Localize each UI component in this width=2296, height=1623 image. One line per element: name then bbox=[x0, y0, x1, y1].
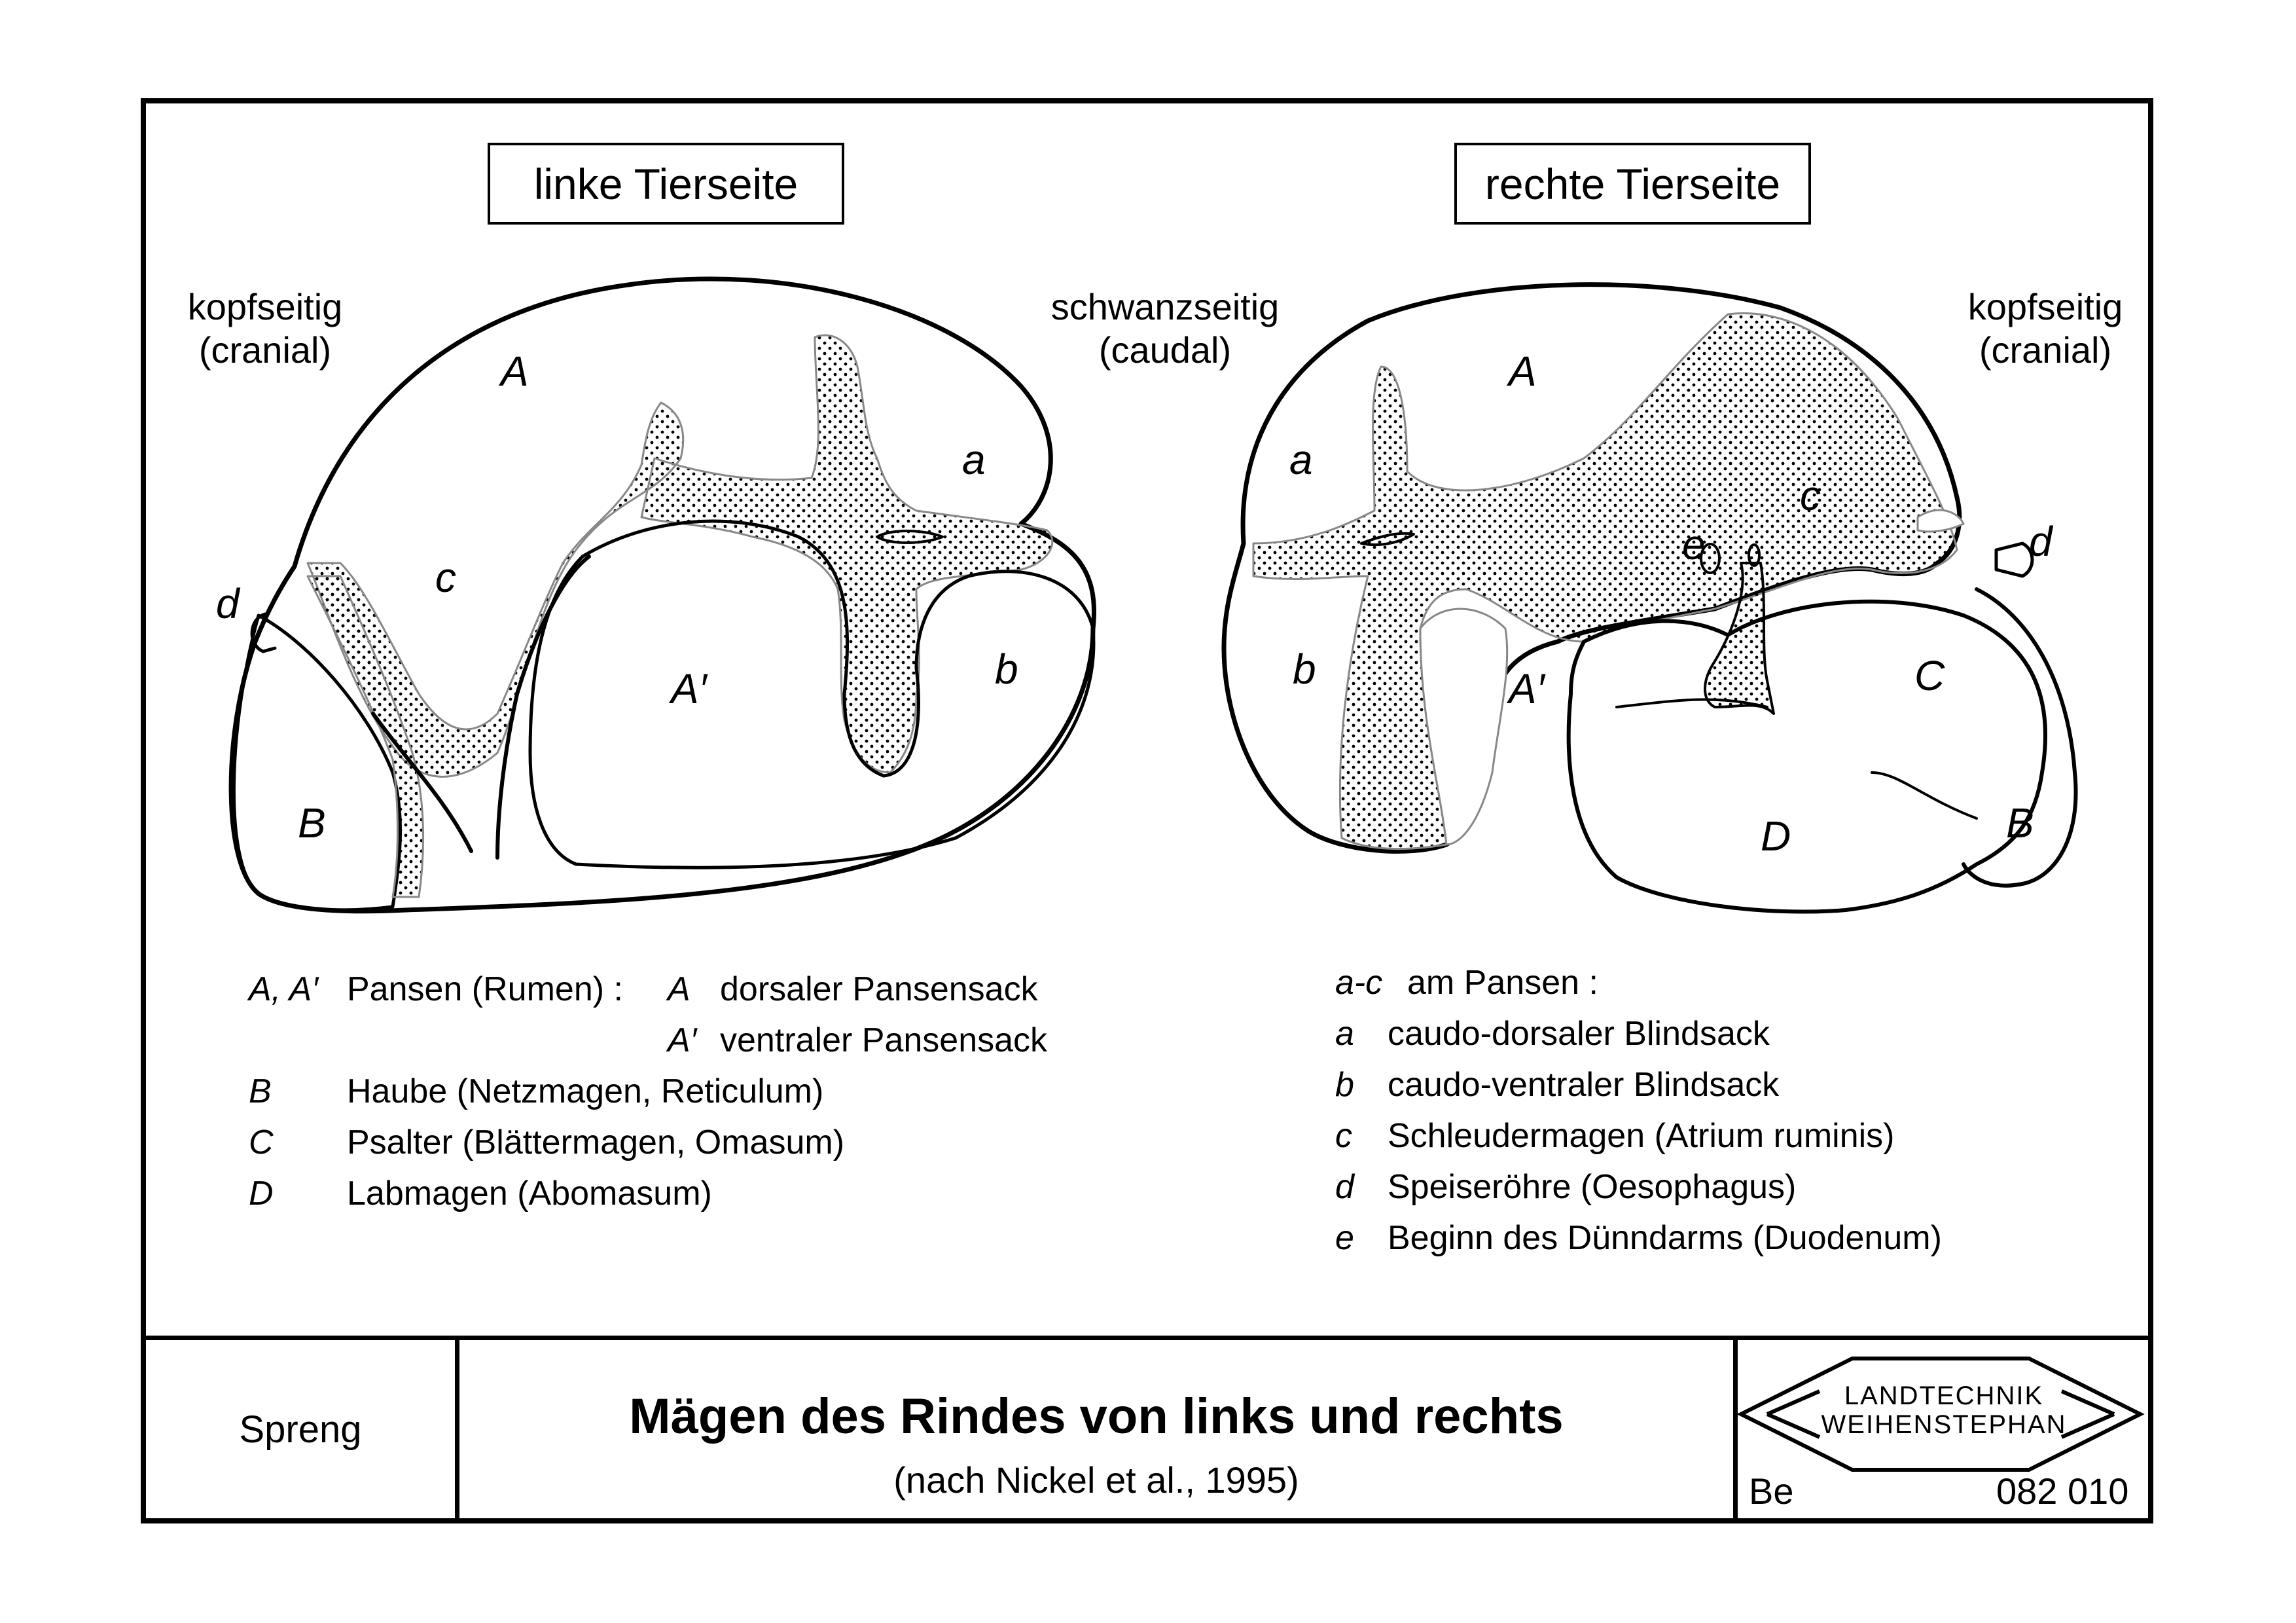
legend-row: D Labmagen (Abomasum) bbox=[249, 1175, 712, 1213]
left-cranial-label: kopfseitig (cranial) bbox=[187, 286, 343, 371]
right-upper-fold bbox=[1916, 509, 1965, 533]
left-reticulum-dots bbox=[306, 575, 425, 898]
sheet-subtitle: (nach Nickel et al., 1995) bbox=[893, 1459, 1299, 1501]
right-side-title: rechte Tierseite bbox=[1454, 143, 1811, 225]
right-side-title-text: rechte Tierseite bbox=[1484, 159, 1781, 208]
sheet-title: Mägen des Rindes von links und rechts bbox=[629, 1389, 1564, 1444]
label-right-B: B bbox=[2006, 799, 2034, 847]
left-reticulum-outline bbox=[232, 613, 403, 912]
right-abomasum-fold bbox=[1871, 771, 1978, 820]
right-duodenum-opening bbox=[1700, 543, 1721, 574]
right-small-opening bbox=[1748, 543, 1761, 567]
label-right-D: D bbox=[1761, 812, 1791, 860]
label-left-A-prime: A′ bbox=[671, 665, 707, 712]
right-cranial-label: kopfseitig (cranial) bbox=[1967, 286, 2123, 371]
legend-row: e Beginn des Dünndarms (Duodenum) bbox=[1335, 1219, 1942, 1257]
label-left-b: b bbox=[995, 646, 1018, 693]
label-left-c: c bbox=[435, 554, 456, 601]
right-omasum-abomasum bbox=[1566, 599, 2047, 914]
right-atrium-region bbox=[1252, 312, 1958, 850]
left-groove-line bbox=[371, 712, 473, 853]
label-left-A: A bbox=[501, 348, 529, 395]
sheet-code-right: 082 010 bbox=[1996, 1470, 2129, 1512]
footer-divider-right bbox=[1733, 1336, 1738, 1523]
left-view-drawing bbox=[228, 276, 1096, 914]
legend-row: A′ ventraler Pansensack bbox=[668, 1021, 1048, 1059]
sheet-frame bbox=[141, 98, 2153, 1523]
legend-row: a caudo-dorsaler Blindsack bbox=[1335, 1015, 1770, 1053]
left-ventral-sac-outline bbox=[528, 519, 1096, 869]
right-esophagus bbox=[1994, 541, 2034, 578]
right-reticulum-outline bbox=[1962, 587, 2078, 888]
right-duodenum bbox=[1704, 562, 1775, 715]
right-view-drawing bbox=[1221, 282, 2078, 914]
left-caudal-label: schwanzseitig (caudal) bbox=[1050, 286, 1280, 371]
legend-left: A, A′ Pansen (Rumen) : A dorsaler Pansen… bbox=[249, 964, 1047, 1219]
right-duodenum-line bbox=[1615, 698, 1768, 708]
legend-row: C Psalter (Blättermagen, Omasum) bbox=[249, 1123, 845, 1161]
left-blind-sac-tip bbox=[876, 530, 944, 544]
left-side-title: linke Tierseite bbox=[488, 143, 844, 225]
legend-row: b caudo-ventraler Blindsack bbox=[1335, 1066, 1780, 1104]
legend-right: a-c am Pansen : a caudo-dorsaler Blindsa… bbox=[1335, 957, 1942, 1264]
legend-header: a-c am Pansen : bbox=[1335, 964, 1598, 1002]
landtechnik-logo bbox=[1736, 1357, 2145, 1472]
label-left-d: d bbox=[216, 580, 240, 627]
right-blind-sac-tip bbox=[1360, 532, 1415, 546]
left-side-title-text: linke Tierseite bbox=[533, 159, 798, 208]
footer-divider-left bbox=[455, 1336, 459, 1523]
legend-row: B Haube (Netzmagen, Reticulum) bbox=[249, 1072, 824, 1110]
label-right-c: c bbox=[1800, 472, 1821, 519]
label-left-B: B bbox=[298, 799, 326, 847]
logo-line1: LANDTECHNIK bbox=[1844, 1381, 2044, 1410]
label-right-a: a bbox=[1289, 436, 1313, 483]
left-dorsal-groove bbox=[640, 334, 1054, 774]
logo-text: LANDTECHNIK WEIHENSTEPHAN bbox=[1806, 1381, 2081, 1439]
label-right-d: d bbox=[2029, 518, 2053, 565]
label-left-a: a bbox=[962, 436, 986, 483]
label-right-C: C bbox=[1914, 652, 1945, 699]
label-right-e: e bbox=[1682, 521, 1706, 568]
legend-row: A, A′ Pansen (Rumen) : A dorsaler Pansen… bbox=[249, 970, 1038, 1008]
left-esophagus bbox=[250, 612, 277, 653]
logo-line2: WEIHENSTEPHAN bbox=[1821, 1410, 2067, 1439]
footer-divider bbox=[141, 1336, 2153, 1340]
sheet-code-left: Be bbox=[1749, 1470, 1794, 1512]
legend-row: d Speiseröhre (Oesophagus) bbox=[1335, 1168, 1797, 1206]
author-name: Spreng bbox=[239, 1408, 362, 1451]
left-atrium-region bbox=[306, 401, 685, 778]
label-right-A: A bbox=[1509, 348, 1537, 395]
label-right-A-prime: A′ bbox=[1509, 665, 1545, 712]
left-fold-line bbox=[495, 555, 591, 860]
right-ventral-sac-white bbox=[1419, 608, 1509, 846]
label-right-b: b bbox=[1293, 646, 1316, 693]
legend-row: c Schleudermagen (Atrium ruminis) bbox=[1335, 1117, 1895, 1155]
